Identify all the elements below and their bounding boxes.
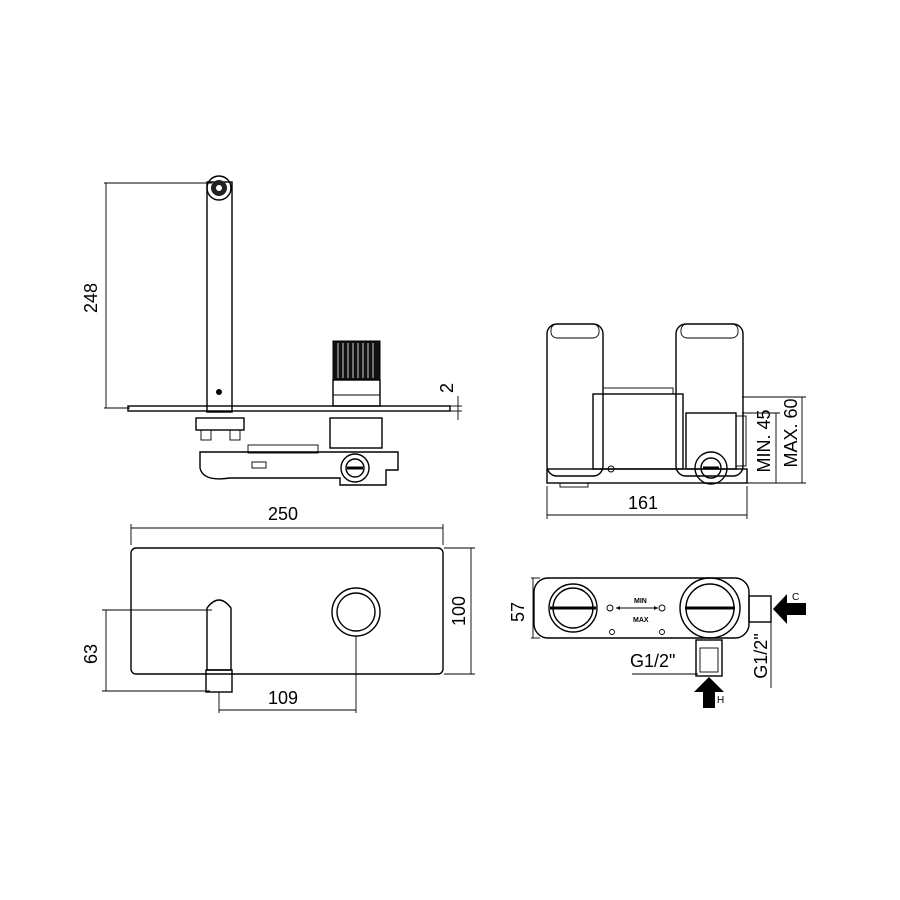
body-top-view: MIN MAX 57 G1/2" G1/2" C H bbox=[508, 577, 806, 708]
label-cold: C bbox=[792, 592, 799, 603]
dim-axis-distance: 109 bbox=[268, 688, 298, 708]
dim-spout-axis-height: 63 bbox=[81, 644, 101, 664]
dim-max-depth: MAX. 60 bbox=[781, 398, 801, 467]
label-hot: H bbox=[717, 695, 724, 706]
dim-cold-connection: G1/2" bbox=[751, 633, 771, 678]
dim-body-depth: 57 bbox=[508, 602, 528, 622]
knurled-handle bbox=[332, 340, 381, 407]
dim-body-width: 161 bbox=[628, 493, 658, 513]
dim-min-depth: MIN. 45 bbox=[754, 409, 774, 472]
plate-front-view: 250 100 63 109 bbox=[81, 504, 475, 713]
dim-spout-height: 248 bbox=[81, 283, 101, 313]
dim-plate-height: 100 bbox=[449, 596, 469, 626]
dim-plate-thickness: 2 bbox=[437, 383, 457, 393]
side-view: 248 2 bbox=[81, 175, 462, 486]
label-max: MAX bbox=[633, 617, 649, 624]
body-front-view: 161 MIN. 45 MAX. 60 bbox=[546, 323, 806, 519]
dim-plate-width: 250 bbox=[268, 504, 298, 524]
label-min: MIN bbox=[634, 598, 647, 605]
hot-inlet-arrow: H bbox=[694, 677, 724, 708]
cold-inlet-arrow: C bbox=[773, 592, 806, 624]
dim-hot-connection: G1/2" bbox=[630, 651, 675, 671]
